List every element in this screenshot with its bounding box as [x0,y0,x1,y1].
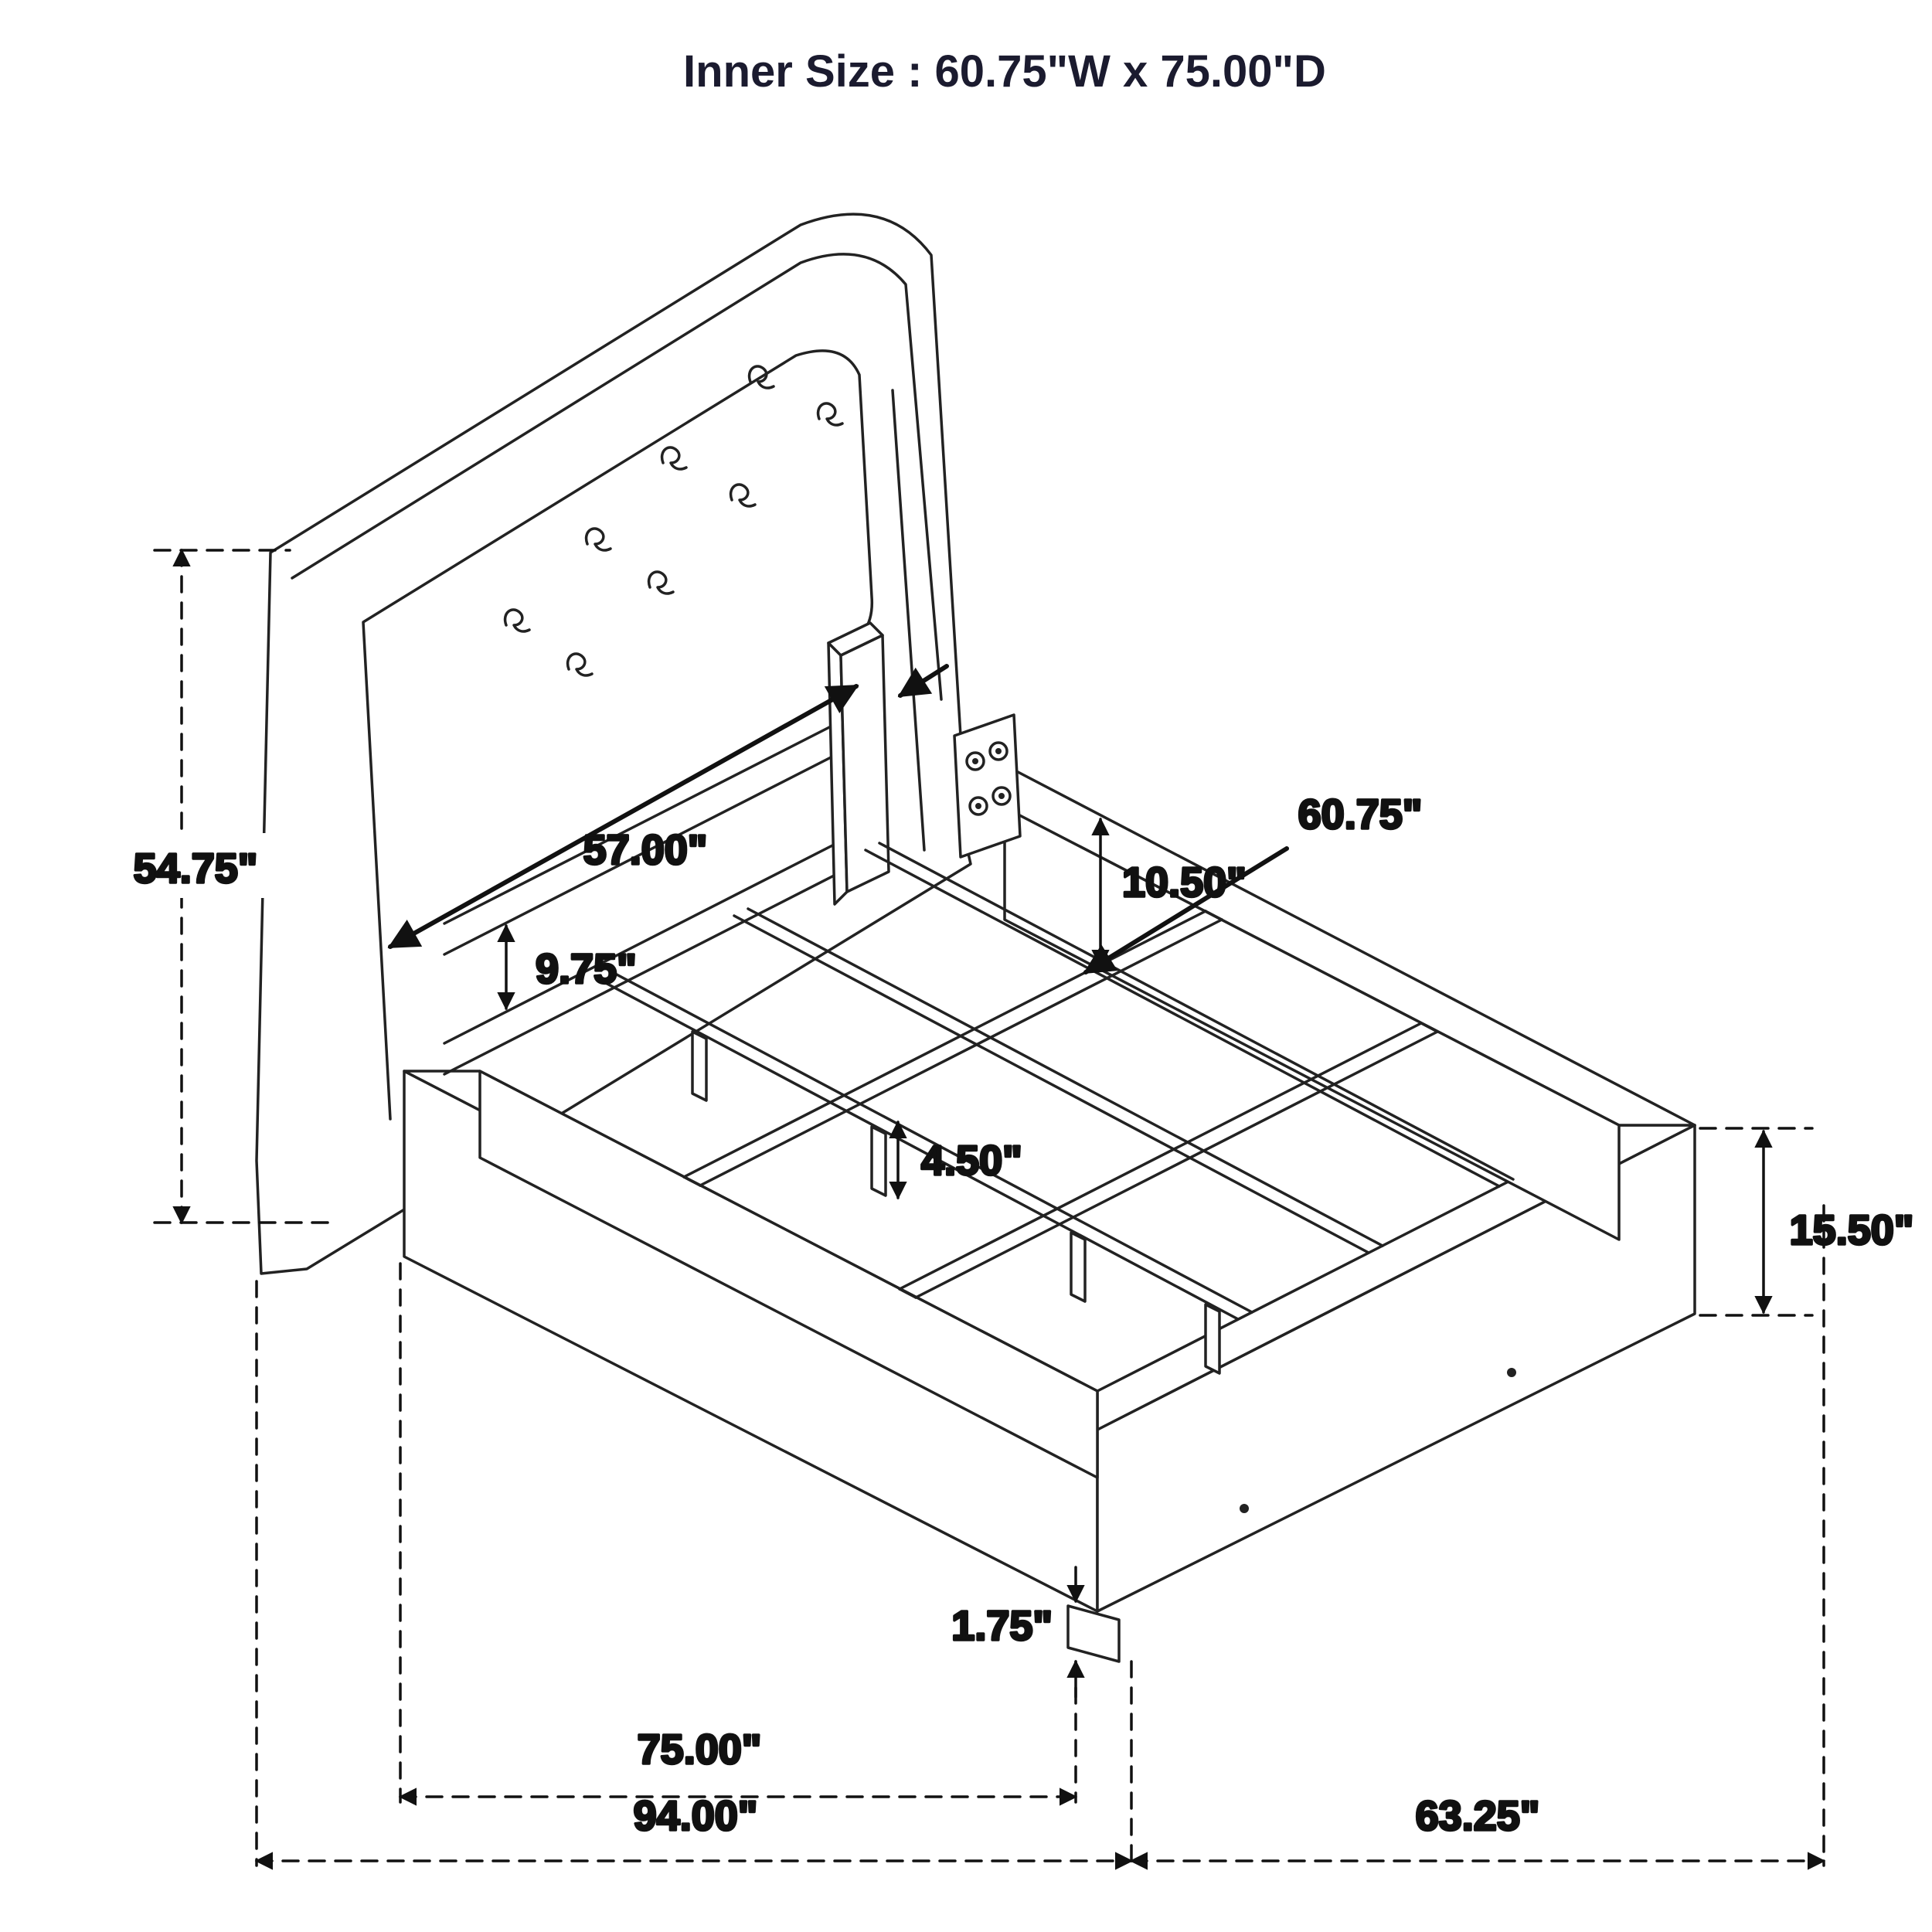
label-background [1777,1198,1928,1257]
support-leg [1204,1303,1221,1375]
cross-slats [682,910,1439,1299]
dim-headboard-rail-gap-label: 9.75" [536,946,637,992]
diagram-title: Inner Size : 60.75"W x 75.00"D [683,46,1326,97]
bolt-dot [995,748,1002,754]
frame-foot-leg [1066,1604,1121,1663]
dimension-annotations: 54.75" 57.00" 9.75" 10.50" 60.75" 4.50" [114,548,1928,1870]
cross-slat [682,910,1207,1179]
cross-slat [699,918,1223,1187]
support-leg [1070,1231,1087,1303]
bed-frame [403,764,1696,1663]
dim-side-rail-inner-height-label: 10.50" [1122,859,1247,906]
dimension-line [387,684,859,949]
screw-dot [1507,1368,1516,1377]
dim-headboard-height-label: 54.75" [134,845,258,892]
bracket-post-top-face [827,621,884,657]
support-rail [733,914,1370,1254]
dim-overall-width-label: 63.25" [1416,1793,1540,1839]
dim-headboard-inner-width: 57.00" [387,664,949,949]
dim-frame-height-label: 15.50" [1790,1207,1914,1253]
headboard-top-rim [291,253,943,701]
support-rail [615,973,1253,1314]
center-support-rails [601,842,1515,1375]
dim-headboard-height: 54.75" [114,548,334,1225]
label-background [114,833,278,898]
bolt-hole-icon [992,786,1012,806]
leader-arrow [897,664,949,698]
bolt-dot [975,803,981,809]
frame-right-inner-face [1003,806,1621,1241]
cross-slat-end [682,1175,702,1187]
dim-overall-depth-label: 94.00" [634,1793,758,1839]
dim-overall-width: 63.25" [1129,1791,1826,1870]
dim-inner-depth: 75.00" [398,1725,1078,1806]
support-rail [864,849,1501,1188]
bolt-hole-icon [965,751,985,771]
dim-frame-height: 15.50" [1699,1127,1928,1317]
dim-headboard-inner-width-label: 57.00" [583,827,708,873]
dim-side-rail-inner-height: 10.50" [1091,817,1247,968]
cross-slat-end [1420,1022,1439,1033]
dim-foot-clearance-label: 1.75" [951,1603,1053,1649]
support-leg [691,1030,708,1102]
support-rail [878,842,1515,1181]
leader-arrow [1083,846,1289,975]
dim-overall-depth: 94.00" [254,1791,1134,1870]
bolt-dot [998,793,1005,799]
dim-slat-length: 60.75" [1083,790,1423,975]
bolt-dot [972,758,978,764]
cross-slat [914,1030,1439,1299]
cross-slat-end [898,1287,917,1299]
bolt-hole-icon [968,796,988,816]
dim-headboard-rail-gap: 9.75" [497,923,638,1011]
mounting-plate [953,713,1022,859]
bracket-post-front-face [839,634,890,893]
cross-slat [898,1022,1423,1291]
dim-inner-depth-label: 75.00" [638,1726,762,1773]
support-rail [747,907,1384,1247]
bolt-hole-icon [988,741,1009,761]
dim-support-leg-height-label: 4.50" [921,1138,1022,1184]
frame-left-inner-face [478,1070,1099,1479]
dim-foot-clearance: 1.75" [951,1566,1085,1699]
support-leg [870,1125,887,1197]
headboard-right-wing-fold [891,389,926,852]
dim-slat-length-label: 60.75" [1298,791,1423,838]
screw-dot [1240,1504,1249,1513]
support-rail [601,980,1240,1321]
cross-slat-end [1204,910,1223,921]
dim-support-leg-height: 4.50" [889,1120,1023,1200]
